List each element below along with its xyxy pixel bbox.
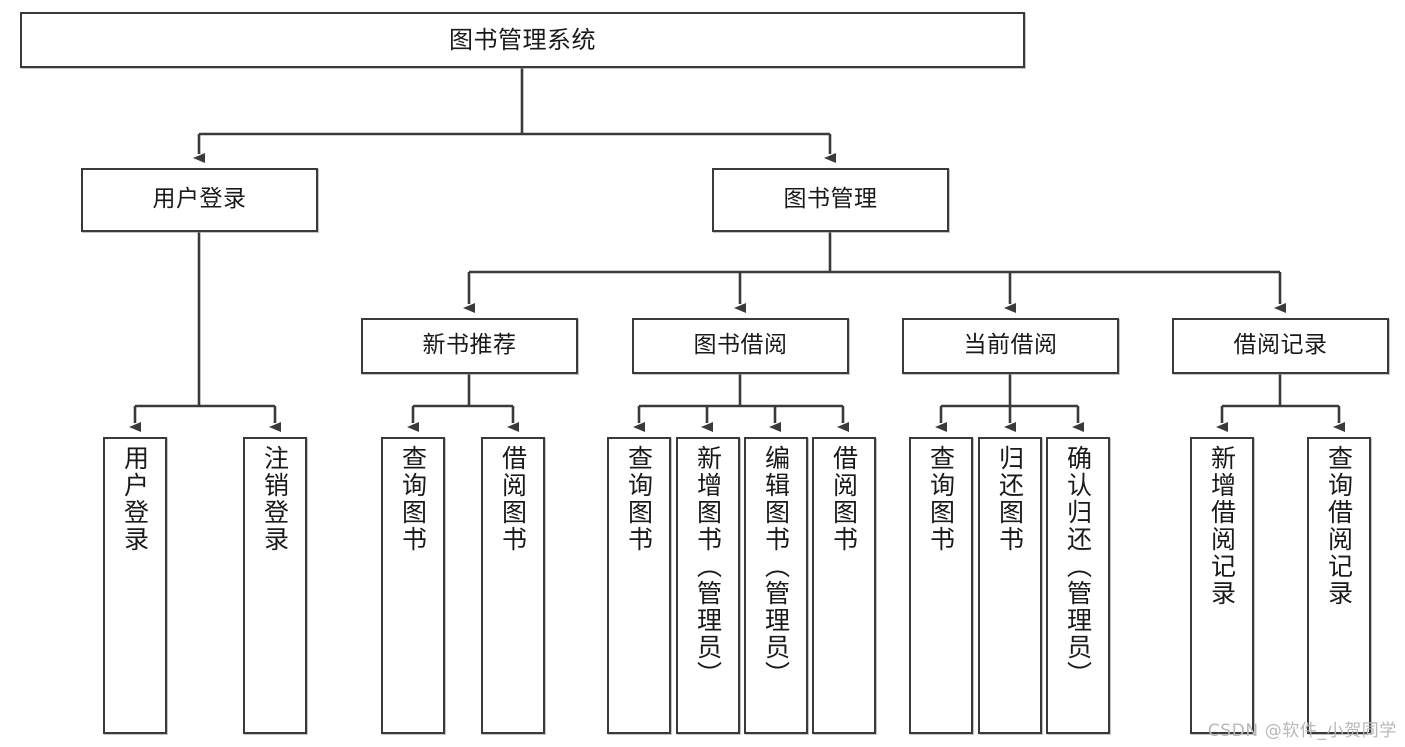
- node-book-management-label: 图书管理: [783, 186, 878, 213]
- node-leaf-query-book-newbook-label: 查询图书: [398, 445, 428, 553]
- node-new-book-recommend[interactable]: 新书推荐: [361, 318, 578, 374]
- node-leaf-confirm-return-admin-label: 确认归还（管理员）: [1063, 445, 1093, 688]
- node-leaf-query-borrow-record-label: 查询借阅记录: [1324, 445, 1354, 607]
- node-leaf-query-book-current[interactable]: 查询图书: [909, 437, 973, 734]
- node-leaf-edit-book-admin[interactable]: 编辑图书（管理员）: [744, 437, 808, 734]
- node-leaf-user-login[interactable]: 用户登录: [103, 437, 167, 734]
- node-leaf-borrow-book-newbook[interactable]: 借阅图书: [481, 437, 545, 734]
- node-borrow-record-label: 借阅记录: [1233, 332, 1328, 359]
- node-leaf-add-book-admin[interactable]: 新增图书（管理员）: [676, 437, 740, 734]
- node-leaf-query-book-borrow-label: 查询图书: [624, 445, 654, 553]
- csdn-watermark: CSDN @软件_小贺同学: [1207, 721, 1397, 741]
- node-leaf-add-borrow-record[interactable]: 新增借阅记录: [1190, 437, 1254, 734]
- node-leaf-query-book-current-label: 查询图书: [926, 445, 956, 553]
- node-leaf-add-book-admin-label: 新增图书（管理员）: [693, 445, 723, 688]
- node-leaf-borrow-book[interactable]: 借阅图书: [812, 437, 876, 734]
- node-leaf-return-book[interactable]: 归还图书: [978, 437, 1042, 734]
- node-leaf-query-book-newbook[interactable]: 查询图书: [381, 437, 445, 734]
- node-new-book-recommend-label: 新书推荐: [422, 332, 517, 359]
- node-leaf-user-login-label: 用户登录: [120, 445, 150, 553]
- node-leaf-query-borrow-record[interactable]: 查询借阅记录: [1307, 437, 1371, 734]
- node-leaf-confirm-return-admin[interactable]: 确认归还（管理员）: [1046, 437, 1110, 734]
- node-leaf-logout-label: 注销登录: [260, 445, 290, 553]
- node-leaf-borrow-book-label: 借阅图书: [829, 445, 859, 553]
- node-leaf-logout[interactable]: 注销登录: [243, 437, 307, 734]
- node-leaf-return-book-label: 归还图书: [995, 445, 1025, 553]
- node-book-borrow[interactable]: 图书借阅: [632, 318, 849, 374]
- node-borrow-record[interactable]: 借阅记录: [1172, 318, 1389, 374]
- node-leaf-borrow-book-newbook-label: 借阅图书: [498, 445, 528, 553]
- node-leaf-query-book-borrow[interactable]: 查询图书: [607, 437, 671, 734]
- node-book-borrow-label: 图书借阅: [693, 332, 788, 359]
- node-book-management[interactable]: 图书管理: [712, 168, 949, 232]
- node-root-label: 图书管理系统: [449, 25, 596, 54]
- node-current-borrow[interactable]: 当前借阅: [902, 318, 1119, 374]
- node-leaf-add-borrow-record-label: 新增借阅记录: [1207, 445, 1237, 607]
- node-leaf-edit-book-admin-label: 编辑图书（管理员）: [761, 445, 791, 688]
- node-user-login-label: 用户登录: [152, 186, 247, 213]
- node-user-login[interactable]: 用户登录: [81, 168, 318, 232]
- node-root[interactable]: 图书管理系统: [20, 12, 1025, 68]
- node-current-borrow-label: 当前借阅: [963, 332, 1058, 359]
